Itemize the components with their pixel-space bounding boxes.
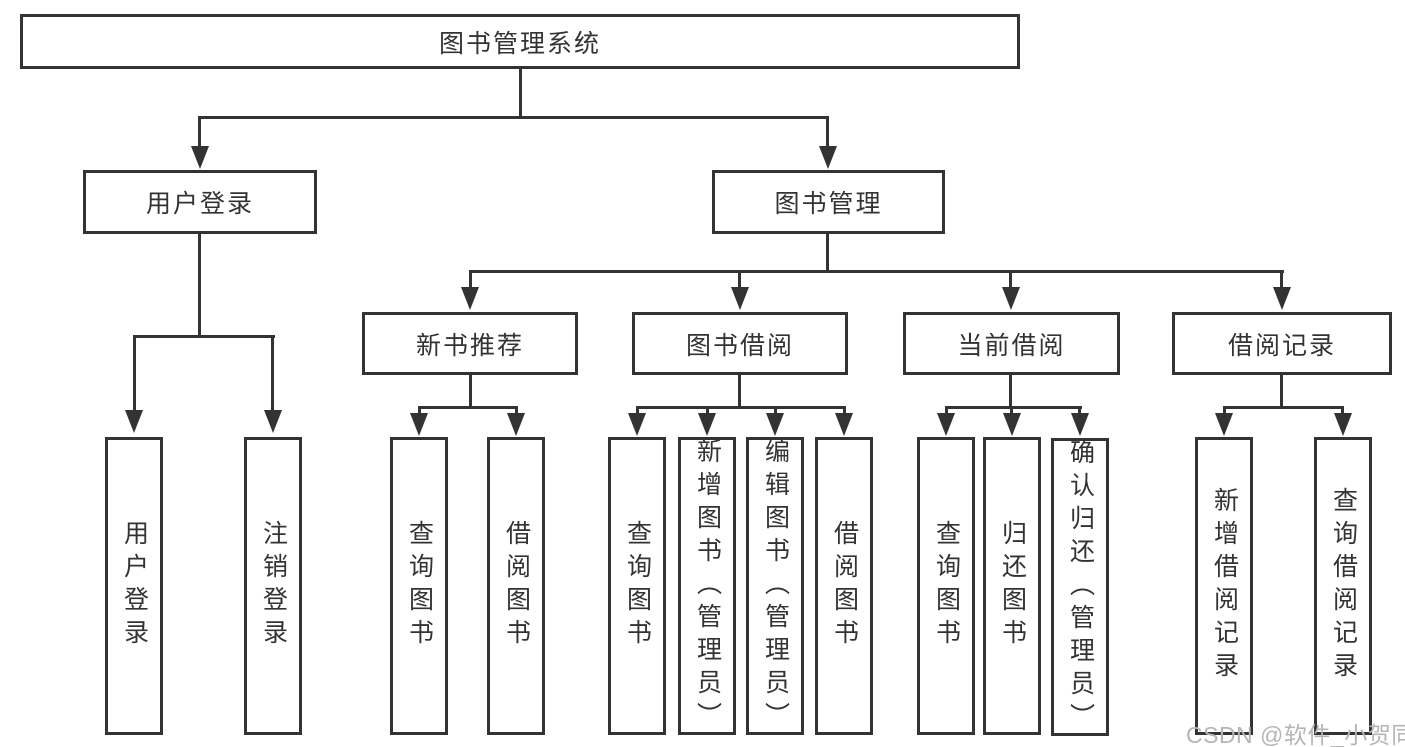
- node-new-book-recommend-label: 新书推荐: [415, 331, 524, 360]
- node-user-login-label: 用户登录: [145, 190, 254, 218]
- leaf-current-confirm-return-admin-label: 确认归还（管理员）: [1066, 438, 1095, 736]
- leaf-logout-login-label: 注销登录: [259, 520, 288, 652]
- arrow-down-icon: [1003, 413, 1021, 436]
- arrow-down-icon: [264, 410, 282, 433]
- leaf-recommend-borrow-books: 借阅图书: [487, 437, 545, 735]
- connector-drop-leaf-user-login: [133, 335, 136, 411]
- connector-drop: [706, 406, 709, 415]
- node-current-borrow-label: 当前借阅: [957, 331, 1066, 360]
- leaf-records-add-record: 新增借阅记录: [1195, 437, 1253, 735]
- connector-drop-book-management: [826, 116, 829, 148]
- connector-root-stem: [519, 68, 522, 118]
- connector-new-book-recommend-stem: [469, 374, 472, 409]
- connector-borrow-records-stem: [1280, 374, 1283, 409]
- connector-drop: [636, 406, 639, 415]
- connector-user-login-stem: [198, 234, 201, 337]
- leaf-user-login-label: 用户登录: [120, 520, 149, 652]
- connector-current-borrow-stem: [1009, 374, 1012, 409]
- connector-user-login-rail: [133, 335, 275, 338]
- connector-drop: [1010, 406, 1013, 415]
- leaf-borrow-edit-books-admin-label: 编辑图书（管理员）: [761, 437, 790, 735]
- connector-drop-leaf-logout: [271, 335, 274, 411]
- connector-book-borrow-stem: [738, 374, 741, 409]
- arrow-down-icon: [628, 413, 646, 436]
- leaf-current-query-books: 查询图书: [917, 437, 975, 735]
- arrow-down-icon: [698, 413, 716, 436]
- leaf-current-query-books-label: 查询图书: [932, 520, 961, 652]
- node-library-management-system: 图书管理系统: [20, 14, 1020, 69]
- connector-level3-rail: [469, 270, 1284, 273]
- leaf-logout-login: 注销登录: [244, 437, 302, 735]
- arrow-down-icon: [1071, 413, 1089, 436]
- arrow-down-icon: [410, 413, 428, 436]
- leaf-records-query-record: 查询借阅记录: [1314, 437, 1372, 735]
- arrow-down-icon: [125, 410, 143, 433]
- connector-drop: [1223, 406, 1226, 415]
- leaf-borrow-borrow-books: 借阅图书: [815, 437, 873, 735]
- connector-drop: [1341, 406, 1344, 415]
- node-library-management-system-label: 图书管理系统: [438, 29, 601, 58]
- leaf-borrow-edit-books-admin: 编辑图书（管理员）: [746, 437, 804, 735]
- connector-drop: [843, 406, 846, 415]
- connector-drop-user-login: [198, 116, 201, 148]
- leaf-user-login: 用户登录: [105, 437, 163, 735]
- connector-drop-current-borrow: [1009, 270, 1012, 289]
- csdn-watermark: CSDN @软件_小贺同学: [1186, 722, 1405, 747]
- leaf-current-return-books-label: 归还图书: [998, 520, 1027, 652]
- leaf-recommend-query-books-label: 查询图书: [405, 520, 434, 652]
- leaf-current-return-books: 归还图书: [983, 437, 1041, 735]
- node-book-borrow-label: 图书借阅: [685, 331, 794, 360]
- node-book-borrow: 图书借阅: [632, 312, 848, 375]
- connector-new-book-recommend-rail: [418, 406, 518, 409]
- node-borrow-records-label: 借阅记录: [1227, 331, 1336, 360]
- arrow-down-icon: [1334, 413, 1352, 436]
- connector-drop: [418, 406, 421, 415]
- arrow-down-icon: [1273, 287, 1291, 310]
- node-user-login: 用户登录: [83, 170, 317, 234]
- connector-drop: [515, 406, 518, 415]
- leaf-borrow-borrow-books-label: 借阅图书: [830, 520, 859, 652]
- leaf-borrow-add-books-admin: 新增图书（管理员）: [678, 437, 736, 735]
- node-new-book-recommend: 新书推荐: [362, 312, 578, 375]
- connector-current-borrow-rail: [945, 406, 1082, 409]
- node-borrow-records: 借阅记录: [1172, 312, 1392, 375]
- leaf-recommend-query-books: 查询图书: [390, 437, 448, 735]
- connector-drop-new-book-recommend: [469, 270, 472, 289]
- connector-book-management-stem: [826, 234, 829, 273]
- leaf-borrow-add-books-admin-label: 新增图书（管理员）: [693, 437, 722, 735]
- leaf-recommend-borrow-books-label: 借阅图书: [502, 520, 531, 652]
- node-current-borrow: 当前借阅: [903, 312, 1120, 375]
- arrow-down-icon: [461, 287, 479, 310]
- arrow-down-icon: [507, 413, 525, 436]
- arrow-down-icon: [731, 287, 749, 310]
- leaf-records-add-record-label: 新增借阅记录: [1210, 487, 1239, 685]
- node-book-management-label: 图书管理: [774, 190, 883, 218]
- connector-drop-book-borrow: [738, 270, 741, 289]
- connector-book-borrow-rail: [636, 406, 846, 409]
- connector-drop: [1078, 406, 1081, 415]
- connector-drop-borrow-records: [1280, 270, 1283, 289]
- connector-drop: [945, 406, 948, 415]
- connector-level2-rail: [198, 116, 829, 119]
- leaf-current-confirm-return-admin: 确认归还（管理员）: [1051, 438, 1109, 736]
- node-book-management: 图书管理: [712, 170, 945, 234]
- leaf-borrow-query-books-label: 查询图书: [623, 520, 652, 652]
- arrow-down-icon: [191, 146, 209, 169]
- connector-borrow-records-rail: [1223, 406, 1344, 409]
- arrow-down-icon: [819, 146, 837, 169]
- arrow-down-icon: [937, 413, 955, 436]
- leaf-borrow-query-books: 查询图书: [608, 437, 666, 735]
- connector-drop: [774, 406, 777, 415]
- arrow-down-icon: [766, 413, 784, 436]
- arrow-down-icon: [1215, 413, 1233, 436]
- arrow-down-icon: [1002, 287, 1020, 310]
- leaf-records-query-record-label: 查询借阅记录: [1329, 487, 1358, 685]
- arrow-down-icon: [835, 413, 853, 436]
